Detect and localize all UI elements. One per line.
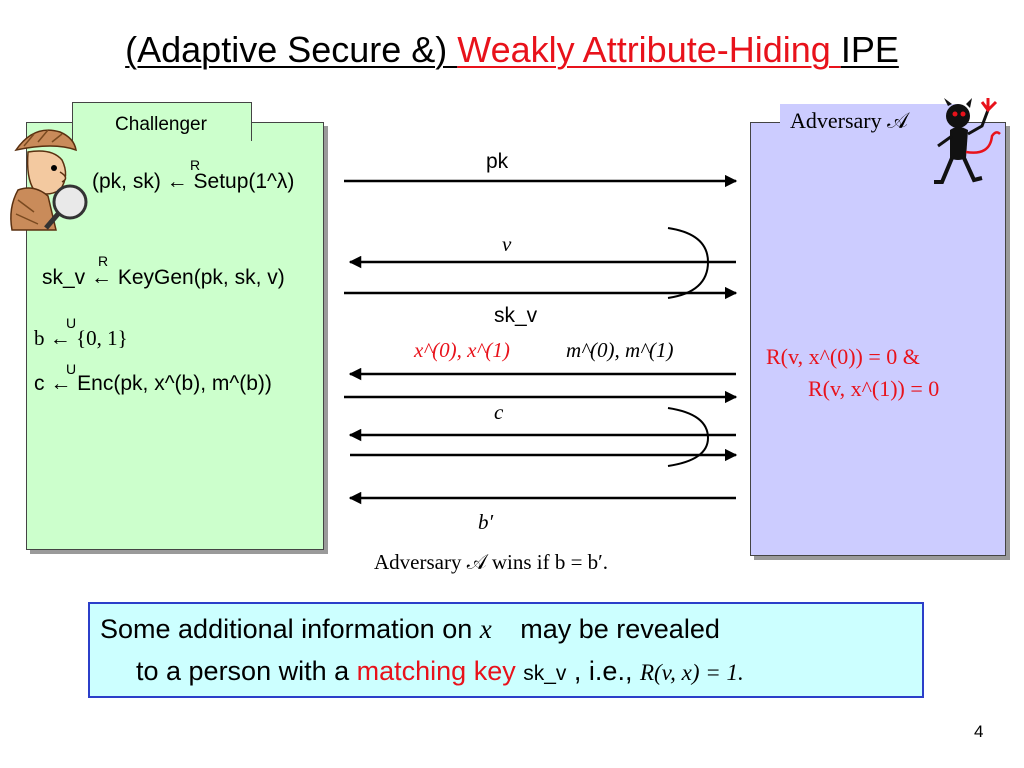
keygen-random-mark: R [98, 253, 109, 269]
msg-v: v [502, 232, 512, 256]
page-title: (Adaptive Secure &) Weakly Attribute-Hid… [0, 28, 1024, 72]
title-highlight: Weakly Attribute-Hiding [457, 29, 841, 70]
adversary-condition-1: R(v, x^(0)) = 0 & [766, 344, 920, 369]
bit-choice-line: b ← {0, 1} [34, 326, 128, 351]
msg-c: c [494, 400, 504, 424]
adversary-tab [780, 104, 960, 140]
msg-m-pair: m^(0), m^(1) [566, 338, 674, 362]
setup-line: (pk, sk) ← Setup(1^λ) [92, 170, 294, 194]
enc-line: c ← Enc(pk, x^(b), m^(b)) [34, 372, 272, 396]
title-suffix: IPE [840, 29, 899, 70]
adversary-label: Adversary 𝒜 [790, 108, 908, 133]
info-line-2-b: , i.e., [566, 656, 640, 686]
info-line-2-a: to a person with a [136, 656, 357, 686]
repeat-bracket-2 [667, 407, 710, 467]
msg-x-pair: x^(0), x^(1) [414, 338, 510, 362]
enc-text: c ← Enc(pk, x^(b), m^(b)) [34, 372, 272, 395]
adversary-box [750, 122, 1006, 556]
challenger-label: Challenger [115, 114, 207, 135]
info-skv: sk_v [523, 662, 567, 685]
info-relation: R(v, x) = 1. [639, 660, 744, 685]
setup-text: (pk, sk) ← Setup(1^λ) [92, 170, 295, 193]
page-number: 4 [974, 722, 984, 741]
setup-random-mark: R [190, 157, 201, 173]
info-line-2: to a person with a matching key sk_v , i… [136, 656, 744, 687]
msg-b-prime: b′ [478, 510, 494, 534]
keygen-line: sk_v ← KeyGen(pk, sk, v) [42, 266, 285, 290]
title-prefix: (Adaptive Secure &) [125, 29, 458, 70]
repeat-bracket-1 [667, 227, 710, 299]
adversary-condition-2: R(v, x^(1)) = 0 [808, 376, 940, 401]
info-matching-key: matching key [356, 656, 516, 686]
info-line-1-b: may be revealed [512, 614, 720, 644]
info-vector-x: x⃗ [479, 614, 513, 644]
info-box [88, 602, 924, 698]
msg-pk: pk [486, 150, 509, 173]
enc-uniform-mark: U [66, 361, 77, 377]
win-condition: Adversary 𝒜 wins if b = b′. [374, 550, 609, 574]
bit-choice-text: b ← {0, 1} [34, 326, 128, 350]
info-line-1-a: Some additional information on [100, 614, 480, 644]
info-line-1: Some additional information on x⃗ may be… [100, 614, 720, 645]
challenger-tab [72, 102, 252, 141]
detective-icon [10, 129, 88, 231]
keygen-text: sk_v ← KeyGen(pk, sk, v) [42, 266, 285, 289]
devil-icon [934, 98, 1001, 184]
msg-skv: sk_v [494, 304, 538, 327]
bit-uniform-mark: U [66, 315, 77, 331]
